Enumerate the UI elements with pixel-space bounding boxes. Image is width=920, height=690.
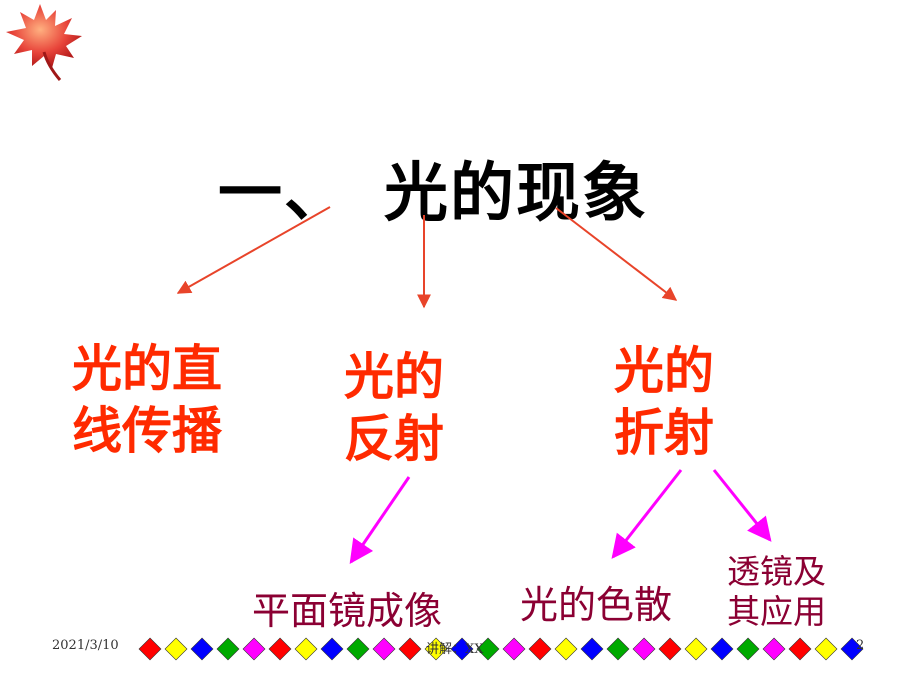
diamond-shape [606, 637, 630, 661]
diamond-shape [346, 637, 370, 661]
diamond-shape [476, 637, 500, 661]
leaf-plane-mirror: 平面镜成像 [252, 589, 443, 633]
branch-refraction: 光的 折射 [614, 340, 714, 464]
diamond-shape [242, 637, 266, 661]
diamond-shape [372, 637, 396, 661]
diamond-shape [320, 637, 344, 661]
footer-page-number: 2 [856, 638, 865, 653]
diamond-shape [632, 637, 656, 661]
diamond-border [138, 637, 864, 661]
page-title: 一、 光的现象 [218, 157, 648, 231]
diamond-shape [788, 637, 812, 661]
maple-leaf-icon [6, 4, 82, 81]
footer-speaker: 讲解：XX [426, 642, 484, 657]
diamond-shape [398, 637, 422, 661]
branch-straight-line: 光的直 线传播 [72, 338, 222, 462]
diamond-shape [268, 637, 292, 661]
diamond-shape [164, 637, 188, 661]
branch-refraction-line1: 光的 [614, 342, 714, 400]
diamond-shape [190, 637, 214, 661]
diamond-shape [528, 637, 552, 661]
branch-straight-line-line1: 光的直 [72, 340, 222, 398]
branch-straight-line-line2: 线传播 [72, 402, 222, 460]
leaf-lens-line2: 其应用 [727, 592, 826, 631]
diamond-shape [762, 637, 786, 661]
diamond-shape [554, 637, 578, 661]
footer-date: 2021/3/10 [52, 638, 119, 653]
diamond-shape [294, 637, 318, 661]
diamond-shape [216, 637, 240, 661]
branch-reflection-line1: 光的 [344, 348, 444, 406]
branch-refraction-line2: 折射 [614, 404, 714, 462]
diamond-shape [450, 637, 474, 661]
arrow-to-mirror [349, 476, 411, 564]
diamond-shape [138, 637, 162, 661]
arrow-to-lens [712, 469, 772, 542]
diamond-shape [684, 637, 708, 661]
arrow-to-dispersion [611, 469, 683, 559]
diamond-shape [424, 637, 448, 661]
diamond-shape [658, 637, 682, 661]
arrow-to-straight-line [176, 206, 331, 294]
branch-reflection: 光的 反射 [344, 346, 444, 470]
diamond-shape [840, 637, 864, 661]
diamond-shape [736, 637, 760, 661]
leaf-lens-line1: 透镜及 [727, 552, 826, 591]
leaf-lens: 透镜及 其应用 [727, 552, 826, 632]
branch-reflection-line2: 反射 [344, 410, 444, 468]
arrow-to-refraction [555, 207, 678, 301]
diamond-shape [580, 637, 604, 661]
diamond-shape [814, 637, 838, 661]
diamond-shape [502, 637, 526, 661]
leaf-dispersion: 光的色散 [520, 583, 673, 627]
diamond-shape [710, 637, 734, 661]
